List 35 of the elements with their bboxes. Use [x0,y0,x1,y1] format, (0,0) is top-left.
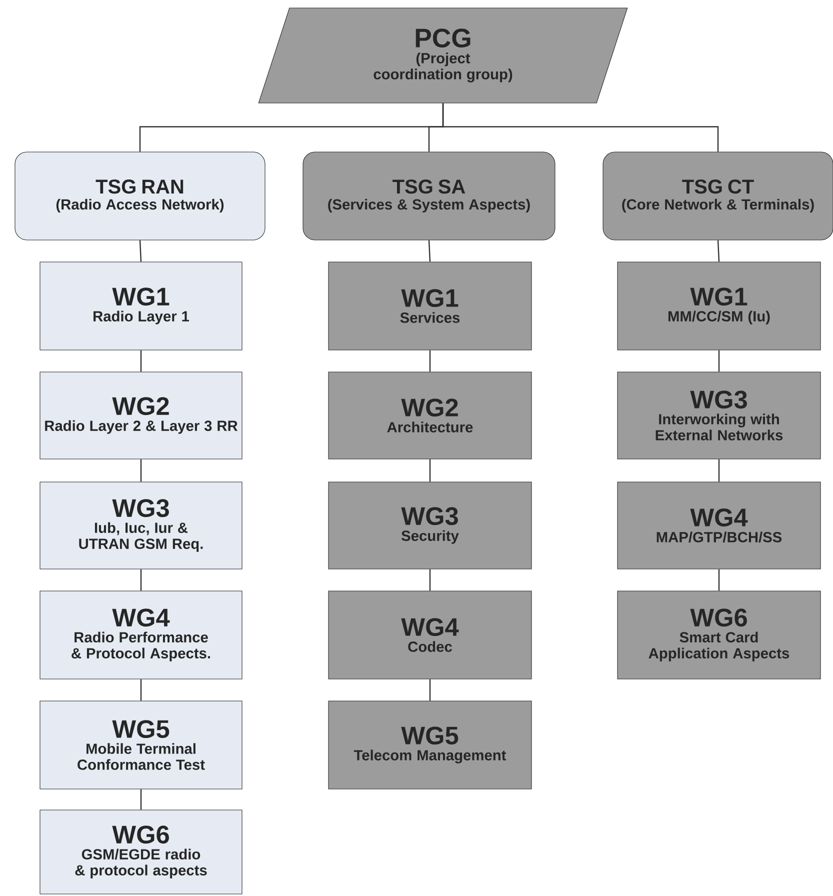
working-group-box: WG1 Radio Layer 1 [40,262,242,350]
connector-line [428,240,431,262]
connector-line [718,569,720,591]
working-group-box: WG2 Radio Layer 2 & Layer 3 RR [40,372,242,460]
working-group-box: WG3 Interworking with External Networks [617,372,821,460]
working-group-box: WG5 Telecom Management [328,700,532,790]
connector-line [718,459,720,482]
working-group-box: WG4 MAP/GTP/BCH/SS [617,482,821,570]
group-box: TSG SA (Services & System Aspects) [302,152,556,240]
working-group-box: WG1 MM/CC/SM (Iu) [617,262,821,350]
connector-line [429,459,431,482]
connector-line [717,240,720,262]
connector-line [429,350,431,372]
working-group-box: WG3 Security [328,482,532,570]
connector-line [718,350,720,372]
connector-line [429,569,431,591]
connector-line [140,459,142,482]
connector-line [139,240,142,262]
connector-line [140,789,142,810]
connector-line [140,679,142,701]
working-group-box: WG3 Iub, Iuc, Iur & UTRAN GSM Req. [40,482,242,570]
working-group-box: WG4 Radio Performance & Protocol Aspects. [40,590,242,680]
working-group-box: WG1 Services [328,262,532,350]
group-box: TSG RAN (Radio Access Network) [14,152,266,240]
connector-line [442,103,719,152]
working-group-box: WG6 Smart Card Application Aspects [617,590,821,680]
working-group-box: WG6 GSM/EGDE radio & protocol aspects [40,810,242,894]
working-group-box: WG4 Codec [328,590,532,680]
working-group-box: WG5 Mobile Terminal Conformance Test [40,700,242,790]
group-box: TSG CT (Core Network & Terminals) [602,152,833,240]
connector-line [140,350,142,372]
working-group-box: WG2 Architecture [328,372,532,460]
connector-line [429,679,431,701]
coordination-parallelogram: PCG (Project coordination group) [258,8,628,104]
connector-line [140,569,142,591]
